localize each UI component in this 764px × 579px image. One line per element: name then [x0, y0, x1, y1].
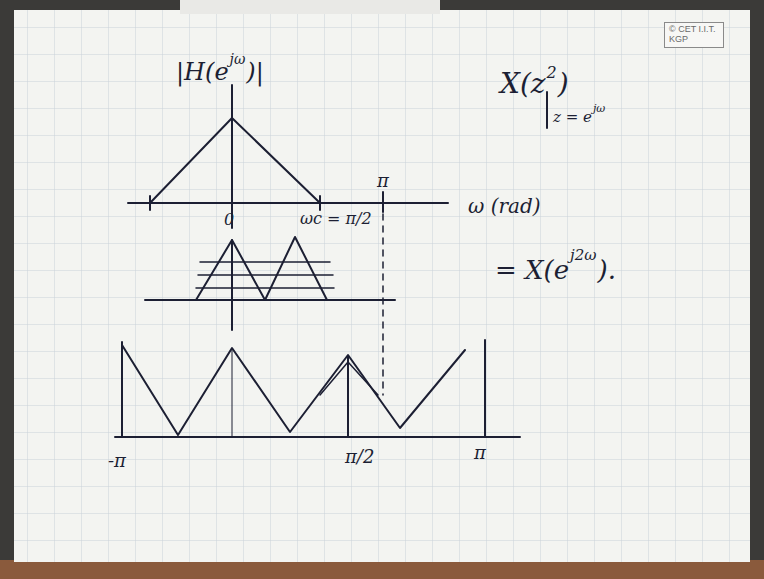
expression: X(z: [500, 70, 546, 98]
expression: = X(e: [495, 257, 569, 283]
tick-label: -π: [108, 452, 126, 470]
cutoff-label: ωc = π/2: [300, 211, 372, 227]
axis-title: |H(e: [176, 60, 229, 84]
superscript: j2ω: [570, 248, 596, 263]
superscript: 2: [547, 65, 557, 81]
axis-title: ω (rad): [468, 196, 541, 216]
expression: ): [558, 70, 569, 98]
watermark-box: © CET I.I.T. KGP: [664, 22, 724, 48]
watermark-text: © CET I.I.T. KGP: [669, 25, 719, 45]
subscript: z = e: [553, 110, 592, 125]
superscript: jω: [230, 52, 246, 66]
axis-title: )|: [246, 60, 263, 84]
superscript: jω: [593, 103, 605, 114]
tick-label: 0: [224, 212, 234, 228]
tick-label: π: [377, 172, 389, 190]
tick-label: π: [474, 444, 486, 462]
tick-label: π/2: [345, 448, 374, 466]
expression: ).: [598, 257, 616, 283]
